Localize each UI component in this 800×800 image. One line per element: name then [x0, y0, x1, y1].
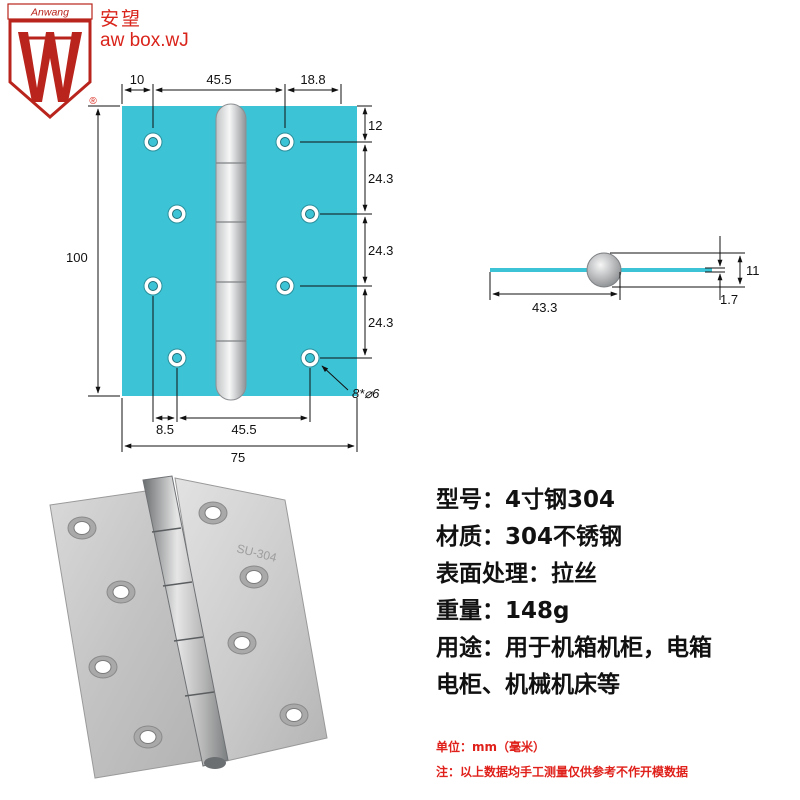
hinge-side-view: [490, 252, 712, 288]
dim-bottom-left: 8.5: [156, 422, 174, 437]
photo-hole-center: [94, 660, 112, 674]
spec-usage: 用途：用于机箱机柜，电箱: [436, 635, 712, 661]
dim-right-pitch-2: 24.3: [368, 243, 393, 258]
photo-hole-center: [233, 636, 251, 650]
photo-screw-holes: [67, 501, 309, 749]
front-view-dimension-labels: 10 45.5 18.8 12 24.3 24.3 24.3 100 8.5 4…: [66, 72, 393, 465]
hinge-pin: [215, 103, 247, 401]
photo-hole-center: [204, 506, 222, 520]
screw-hole-center: [305, 209, 315, 219]
screw-hole-center: [280, 137, 290, 147]
screw-hole-center: [148, 137, 158, 147]
dim-right-pitch-3: 24.3: [368, 315, 393, 330]
photo-hole-center: [112, 585, 130, 599]
screw-hole-center: [172, 209, 182, 219]
side-knuckle: [586, 252, 622, 288]
spec-material: 材质：304不锈钢: [436, 524, 623, 550]
spec-weight: 重量：148g: [436, 598, 570, 624]
photo-hole-center: [245, 570, 263, 584]
logo-monogram-icon: [18, 32, 82, 102]
side-leaf-right: [602, 268, 712, 272]
spec-model: 型号：4寸钢304: [436, 487, 616, 513]
dim-width: 75: [231, 450, 245, 465]
brand-name-cn: 安望: [100, 8, 143, 30]
dim-holes: 8*⌀6: [352, 386, 380, 401]
logo-text: Anwang: [30, 7, 69, 19]
screw-hole-center: [148, 281, 158, 291]
dim-right-pitch-1: 24.3: [368, 171, 393, 186]
dim-height: 100: [66, 250, 88, 265]
side-leaf-left: [490, 268, 620, 272]
spec-list: 型号：4寸钢304 材质：304不锈钢 表面处理：拉丝 重量：148g 用途：用…: [436, 482, 796, 704]
hinge-front-view: [122, 103, 357, 401]
dim-length: 43.3: [532, 300, 557, 315]
brand-url: aw box.wJ: [100, 30, 189, 51]
dim-knuckle: 11: [746, 263, 760, 278]
front-view-dimensions: [88, 84, 372, 452]
side-view-dimension-labels: 43.3 11 1.7: [532, 263, 760, 315]
dim-bottom-center: 45.5: [231, 422, 256, 437]
dim-top-left: 10: [130, 72, 144, 87]
photo-hole-center: [73, 521, 91, 535]
unit-note: 单位：mm（毫米）: [436, 740, 546, 754]
side-view-dimensions: [489, 236, 745, 300]
dim-top-center: 45.5: [206, 72, 231, 87]
hinge-photo: SU-304: [49, 475, 328, 779]
brand-logo: Anwang: [7, 3, 93, 119]
photo-hole-center: [139, 730, 157, 744]
spec-usage-cont: 电柜、机械机床等: [436, 672, 620, 698]
screw-hole-center: [172, 353, 182, 363]
screw-hole-center: [280, 281, 290, 291]
registered-mark: ®: [89, 96, 97, 107]
photo-hole-center: [285, 708, 303, 722]
dim-right-first: 12: [368, 118, 382, 133]
screw-holes: [143, 132, 320, 368]
spec-finish: 表面处理：拉丝: [436, 561, 597, 587]
disclaimer-note: 注：以上数据均手工测量仅供参考不作开模数据: [436, 765, 689, 779]
screw-hole-center: [305, 353, 315, 363]
dim-thickness: 1.7: [720, 292, 738, 307]
dim-top-right: 18.8: [300, 72, 325, 87]
